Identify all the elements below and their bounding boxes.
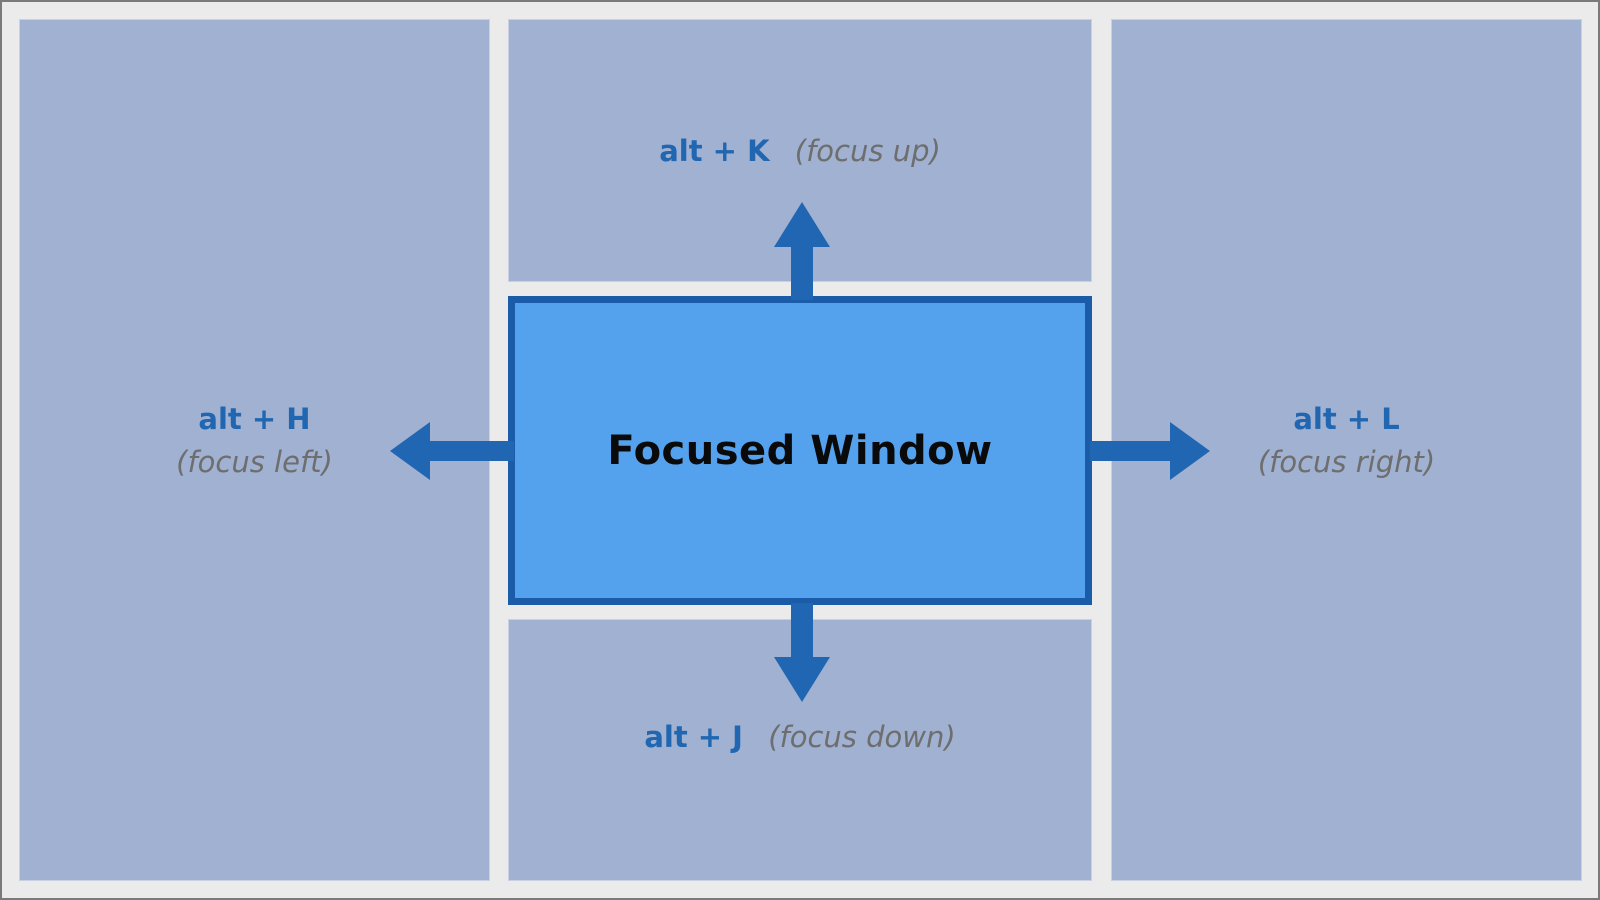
focus-left-desc: (focus left) bbox=[176, 445, 333, 479]
focus-down-desc: (focus down) bbox=[768, 720, 956, 754]
focus-left-label: alt + H (focus left) bbox=[176, 398, 333, 484]
focus-right-desc: (focus right) bbox=[1257, 445, 1436, 479]
arrow-down-icon bbox=[774, 603, 830, 702]
focus-up-keys: alt + K bbox=[659, 133, 770, 168]
arrow-left-icon bbox=[390, 422, 514, 480]
focus-up-label: alt + K (focus up) bbox=[659, 134, 941, 168]
focus-down-label: alt + J (focus down) bbox=[644, 720, 955, 754]
focus-right-label: alt + L (focus right) bbox=[1258, 398, 1435, 484]
focused-window: Focused Window bbox=[508, 296, 1092, 605]
focus-down-keys: alt + J bbox=[644, 720, 743, 754]
arrow-right-icon bbox=[1090, 422, 1210, 480]
focus-up-desc: (focus up) bbox=[794, 133, 941, 168]
focus-left-keys: alt + H bbox=[198, 402, 311, 437]
arrow-up-icon bbox=[774, 202, 830, 300]
focused-window-title: Focused Window bbox=[607, 427, 993, 474]
focus-right-keys: alt + L bbox=[1293, 402, 1400, 437]
